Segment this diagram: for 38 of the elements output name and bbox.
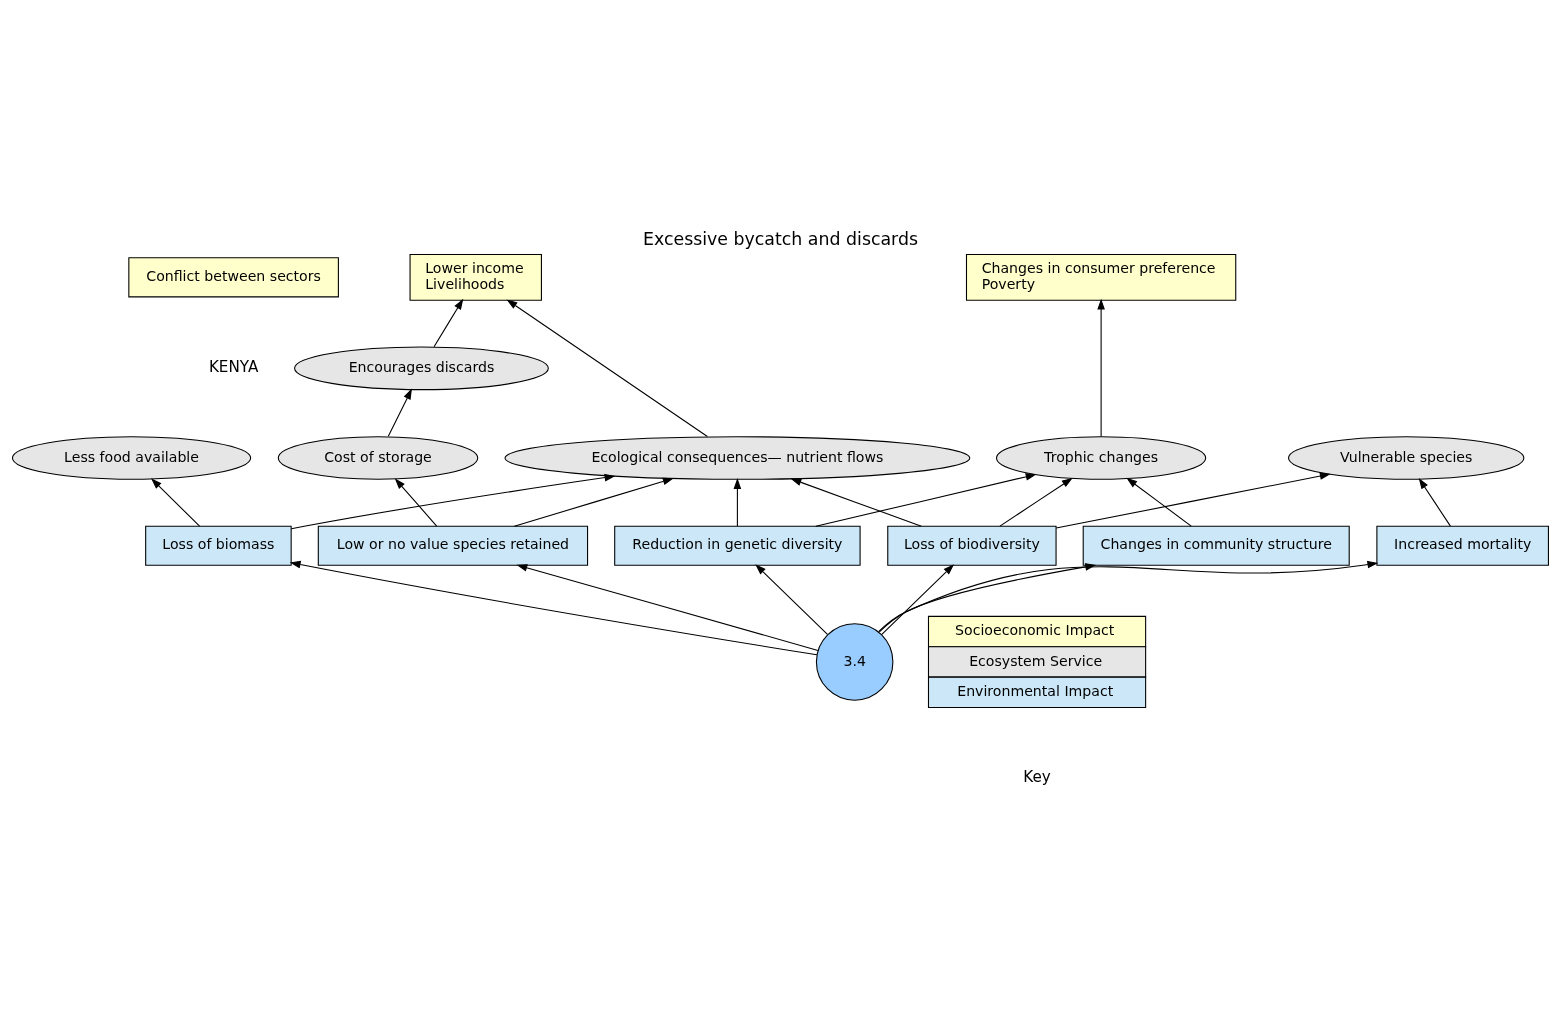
node-box: Increased mortality bbox=[1376, 525, 1549, 566]
node-box: Lower income Livelihoods bbox=[409, 253, 542, 301]
legend-label: Environmental Impact bbox=[957, 682, 1114, 699]
arrow bbox=[733, 477, 742, 527]
legend-label: Ecosystem Service bbox=[969, 652, 1103, 669]
arrow bbox=[151, 477, 201, 527]
arrow bbox=[1418, 477, 1451, 527]
arrow bbox=[999, 477, 1073, 527]
arrow bbox=[755, 563, 828, 635]
arrow bbox=[289, 560, 818, 655]
arrow bbox=[516, 563, 819, 651]
arrow bbox=[433, 298, 464, 347]
arrow bbox=[506, 298, 708, 437]
node-box: Conflict between sectors bbox=[128, 256, 339, 297]
node-ellipse: Cost of storage bbox=[277, 435, 479, 480]
arrow bbox=[790, 478, 922, 527]
arrow bbox=[387, 388, 412, 437]
arrow bbox=[290, 473, 616, 529]
node-ellipse: Encourages discards bbox=[294, 346, 549, 390]
arrow bbox=[1097, 298, 1105, 437]
arrow bbox=[815, 472, 1037, 527]
node-box: Loss of biomass bbox=[145, 525, 292, 566]
arrow bbox=[513, 477, 674, 527]
arrow bbox=[394, 477, 438, 527]
node-ellipse: Less food available bbox=[11, 435, 252, 480]
diagram-title: Excessive bycatch and discards bbox=[642, 228, 919, 249]
node-circle: 3.4 bbox=[815, 622, 894, 701]
node-box: Changes in consumer preference Poverty bbox=[965, 253, 1237, 301]
node-box: Reduction in genetic diversity bbox=[614, 525, 861, 566]
arrow bbox=[1055, 471, 1331, 529]
label: KENYA bbox=[208, 357, 259, 376]
node-box: Changes in community structure bbox=[1082, 525, 1350, 566]
arrow bbox=[881, 563, 955, 635]
label: Key bbox=[1023, 767, 1051, 786]
arrow bbox=[1126, 477, 1192, 527]
node-box: Low or no value species retained bbox=[317, 525, 589, 566]
node-box: Loss of biodiversity bbox=[887, 525, 1057, 566]
legend-label: Socioeconomic Impact bbox=[955, 621, 1115, 638]
